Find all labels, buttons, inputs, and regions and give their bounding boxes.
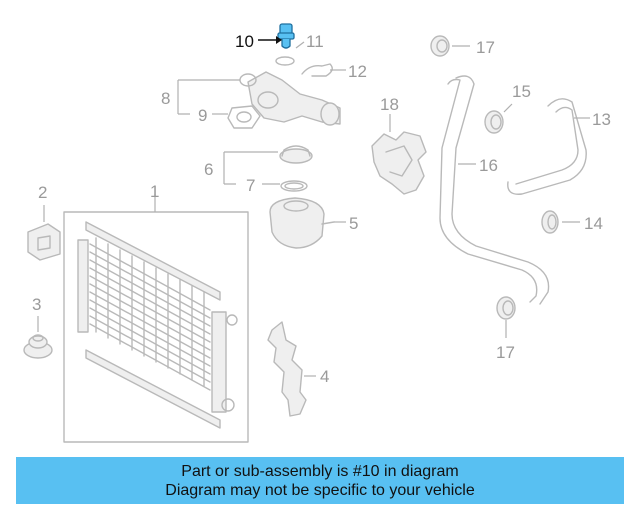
callout-14: 14 — [584, 214, 603, 233]
callout-5: 5 — [349, 214, 358, 233]
callout-18: 18 — [380, 95, 399, 114]
hose-clamp-15-part[interactable] — [484, 110, 504, 134]
callout-16: 16 — [479, 156, 498, 175]
radiator-part[interactable] — [63, 211, 249, 443]
hose-clamp-14-part[interactable] — [541, 210, 559, 234]
lower-hose-part[interactable] — [439, 75, 550, 305]
parts-diagram: 1 2 3 4 5 6 7 — [23, 23, 611, 443]
upper-hose-part[interactable] — [507, 98, 587, 195]
callout-7: 7 — [246, 176, 255, 195]
hose-clamp-17-top-part[interactable] — [430, 35, 450, 57]
mount-bracket-part[interactable] — [27, 223, 61, 261]
callout-6: 6 — [204, 160, 213, 179]
retaining-clip-part[interactable] — [301, 63, 333, 77]
callout-3: 3 — [32, 295, 41, 314]
expansion-tank-part[interactable] — [269, 197, 335, 249]
callout-17-top: 17 — [476, 38, 495, 57]
air-guide-part[interactable] — [267, 321, 307, 417]
info-banner: Part or sub-assembly is #10 in diagram D… — [16, 457, 624, 504]
callout-4: 4 — [320, 367, 329, 386]
hose-bracket-part[interactable] — [371, 131, 427, 195]
callout-1: 1 — [150, 182, 159, 201]
callout-12: 12 — [348, 62, 367, 81]
callout-13: 13 — [592, 110, 611, 129]
coolant-flange-part[interactable] — [239, 71, 341, 126]
callout-8: 8 — [161, 89, 170, 108]
callout-17-bottom: 17 — [496, 343, 515, 362]
callout-9: 9 — [198, 106, 207, 125]
cap-seal-part[interactable] — [280, 180, 308, 192]
banner-line-2: Diagram may not be specific to your vehi… — [165, 482, 475, 499]
flange-gasket-part[interactable] — [227, 105, 261, 129]
callout-11: 11 — [306, 32, 324, 51]
callout-15: 15 — [512, 82, 531, 101]
banner-line-1: Part or sub-assembly is #10 in diagram — [181, 463, 459, 480]
callout-2: 2 — [38, 183, 47, 202]
o-ring-part[interactable] — [275, 56, 295, 66]
grommet-part[interactable] — [23, 334, 53, 359]
tank-cap-part[interactable] — [279, 145, 313, 164]
temperature-sensor-part[interactable] — [277, 23, 295, 49]
hose-clamp-17-bottom-part[interactable] — [496, 296, 516, 320]
callout-10: 10 — [235, 32, 254, 51]
